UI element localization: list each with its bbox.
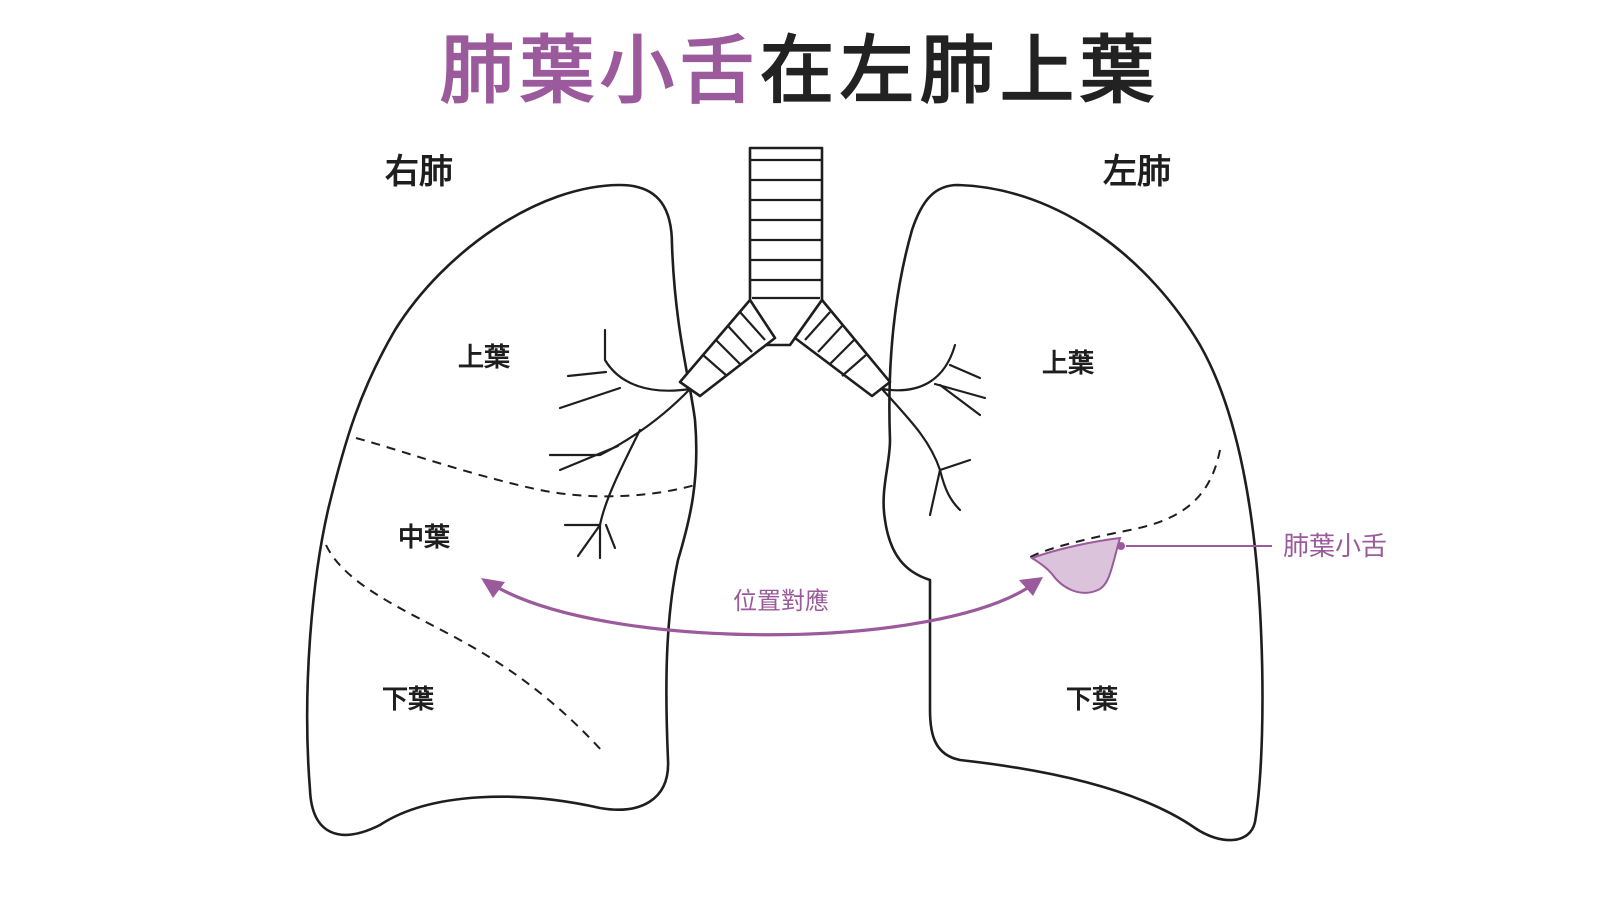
right-lung-outline <box>305 183 698 836</box>
correspondence-arrow <box>489 581 1036 637</box>
title-highlight: 肺葉小舌 <box>440 28 760 114</box>
right-horizontal-fissure <box>355 437 696 498</box>
left-lower-lobe-label: 下葉 <box>1066 685 1119 715</box>
correspondence-label: 位置對應 <box>733 587 829 615</box>
right-middle-lobe-label: 中葉 <box>398 523 451 553</box>
left-lung-heading: 左肺 <box>1103 152 1171 192</box>
lingula-region <box>1029 536 1122 594</box>
lingula-pointer-dot <box>1117 542 1125 550</box>
right-lung-heading: 右肺 <box>385 152 453 192</box>
arrow-head-right <box>1019 577 1043 596</box>
left-bronchial-tree <box>880 343 987 517</box>
left-upper-lobe-label: 上葉 <box>1042 349 1095 379</box>
right-oblique-fissure <box>325 544 604 753</box>
figure-title: 肺葉小舌在左肺上葉 <box>0 26 1600 116</box>
right-upper-lobe-label: 上葉 <box>458 343 511 373</box>
left-oblique-fissure <box>1024 449 1221 561</box>
title-rest: 在左肺上葉 <box>760 28 1160 114</box>
tracheal-rings <box>750 158 822 300</box>
right-main-bronchus <box>678 298 777 398</box>
left-lung-outline <box>882 183 1264 842</box>
lingula-callout-label: 肺葉小舌 <box>1283 532 1387 562</box>
bronchial-rings <box>702 311 867 377</box>
right-bronchial-tree <box>548 328 692 560</box>
arrow-head-left <box>481 578 505 598</box>
right-lower-lobe-label: 下葉 <box>382 685 435 715</box>
